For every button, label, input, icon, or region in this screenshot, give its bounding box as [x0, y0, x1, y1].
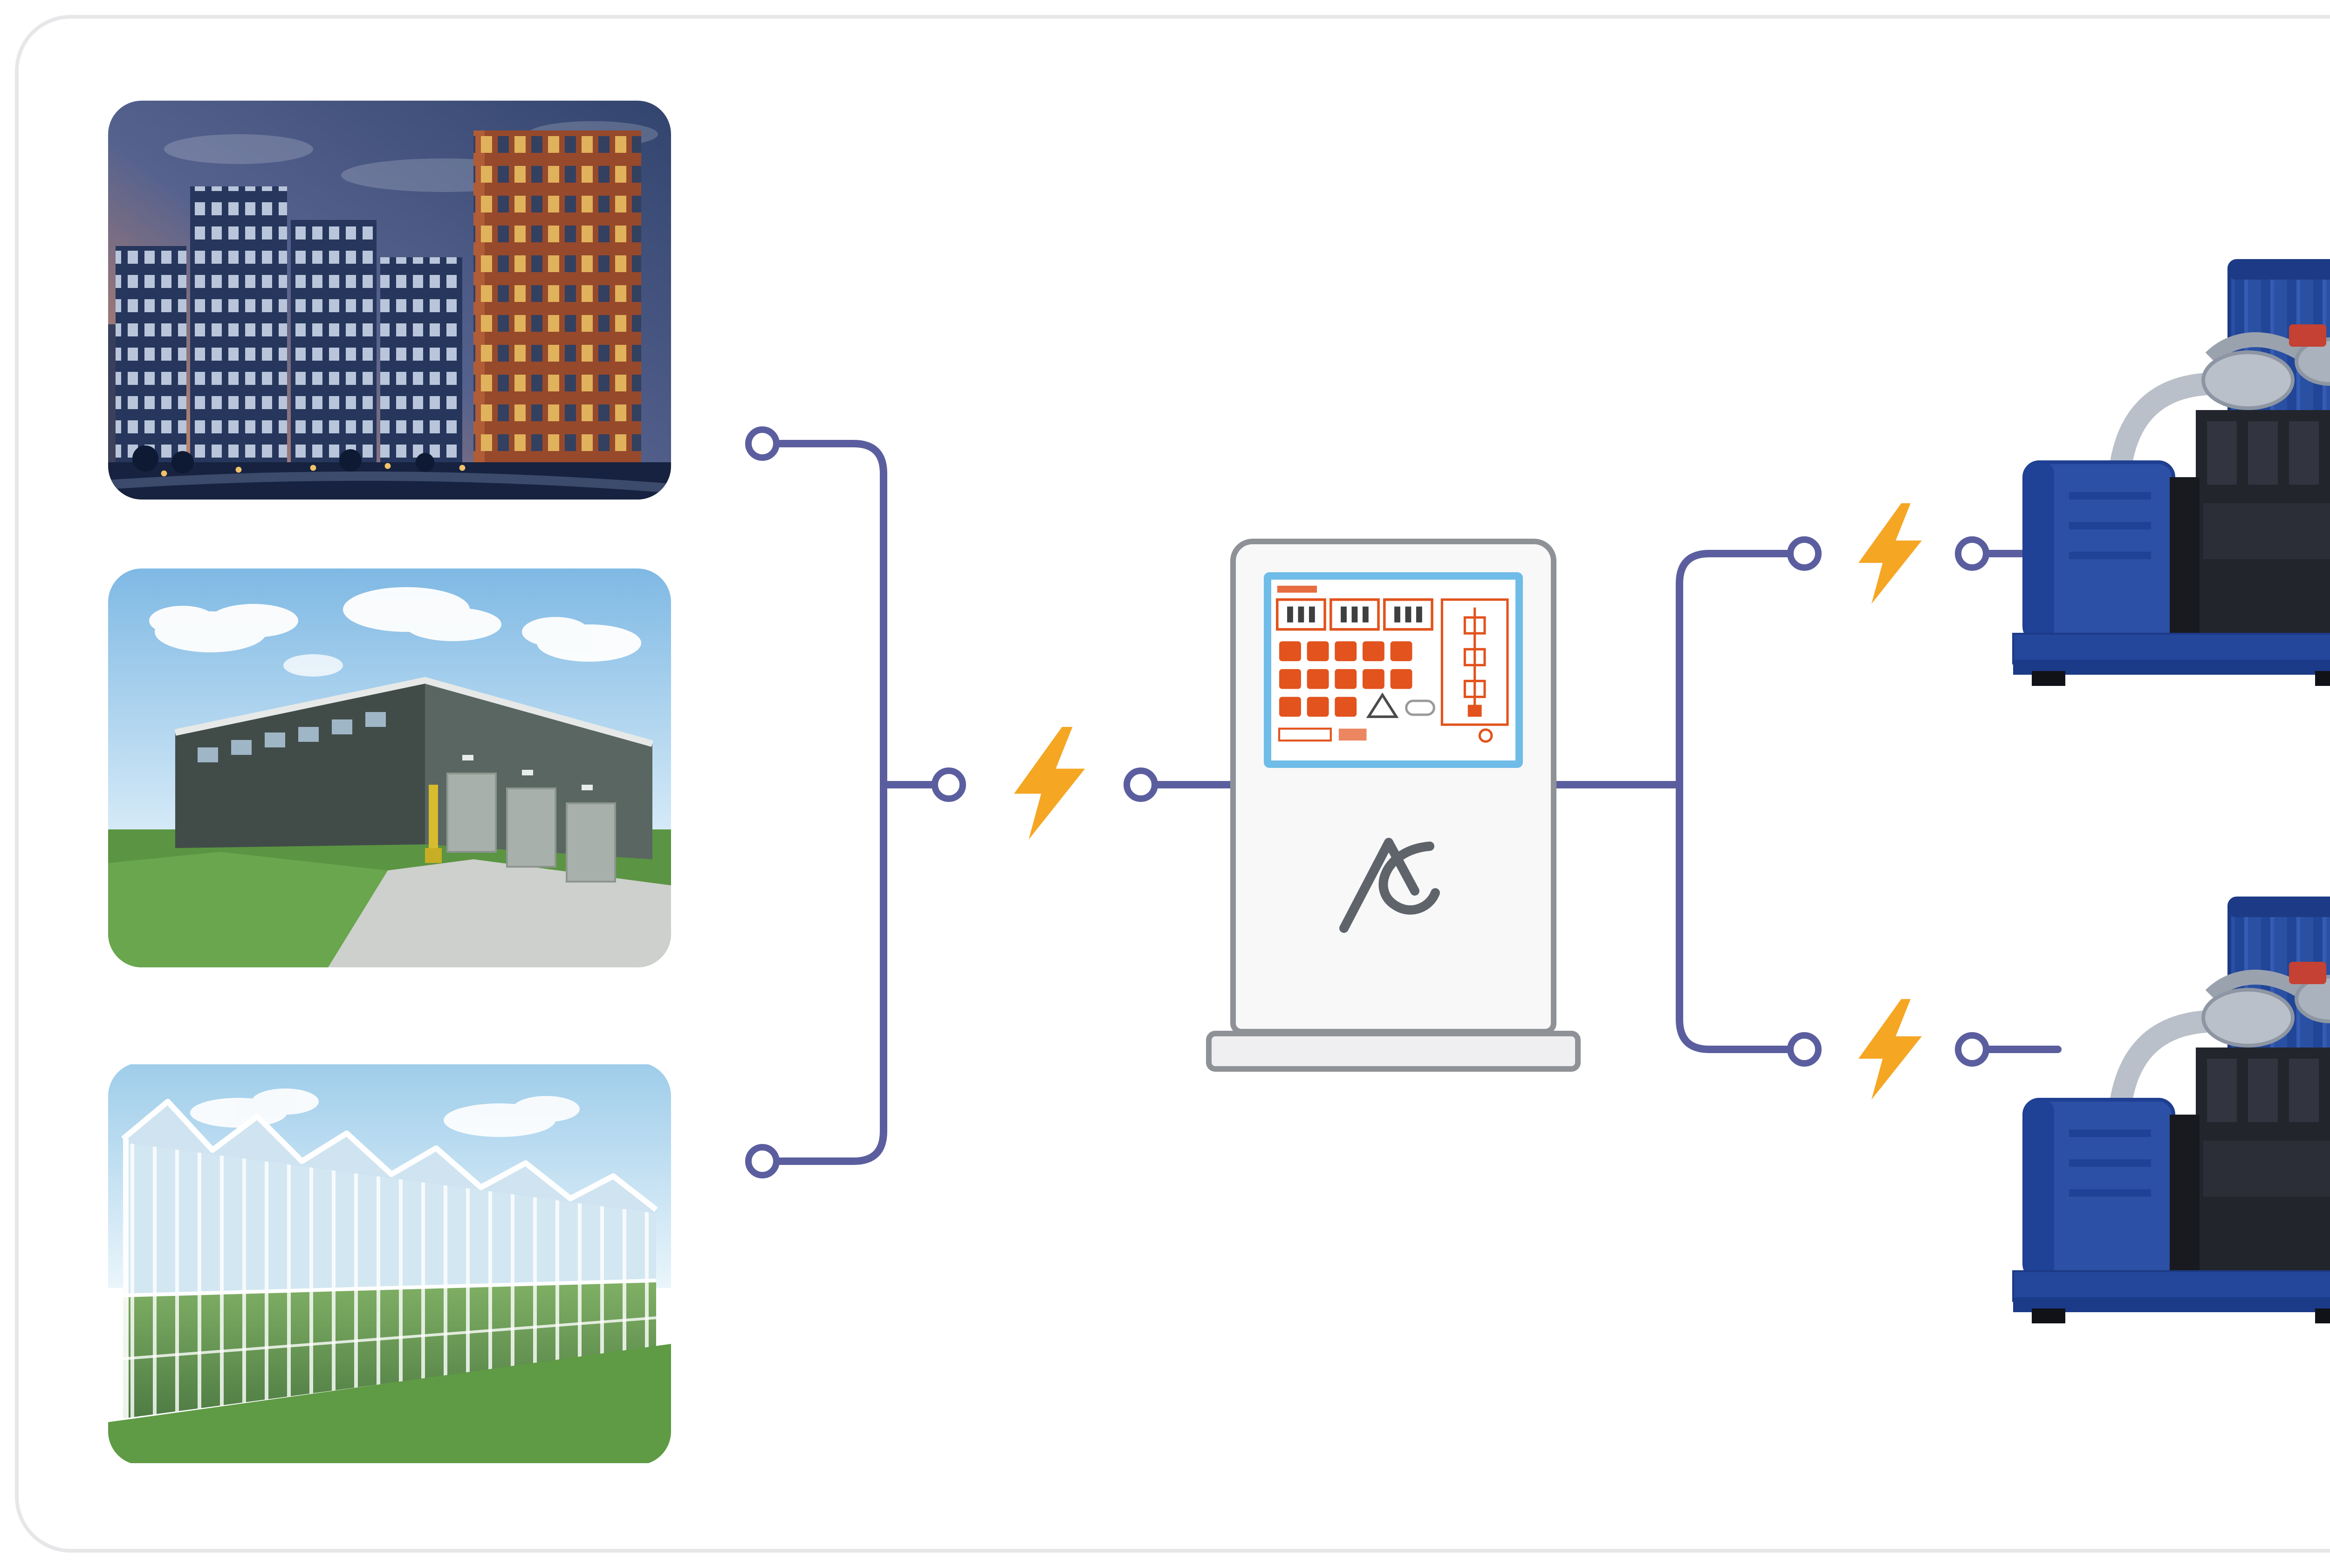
glasshouse — [121, 1099, 658, 1418]
circle-terminal — [1787, 1032, 1822, 1067]
cabinet-base — [1206, 1031, 1581, 1072]
generator-unit-bottom — [2009, 880, 2330, 1336]
industrial-warehouse-photo — [108, 568, 671, 967]
lightning-bolt-icon — [1014, 727, 1085, 840]
wire-left-bracket — [772, 440, 887, 1165]
display-digits — [1287, 606, 1422, 623]
wire-right-bracket — [1676, 550, 1795, 1053]
generator-unit-top — [2009, 242, 2330, 699]
ats-control-cabinet — [1230, 539, 1556, 1034]
wires — [772, 440, 2062, 1165]
circle-terminal — [1955, 1032, 1989, 1067]
circle-terminal — [1955, 536, 1989, 571]
industrial-photo-image — [108, 568, 671, 967]
circle-terminal — [745, 426, 780, 461]
mimic-diagram — [1440, 598, 1509, 726]
warning-icon — [1366, 692, 1399, 718]
circle-terminal — [1124, 767, 1158, 802]
panel-switch — [1405, 699, 1435, 716]
greenhouse-complex-photo — [108, 1062, 671, 1465]
circle-terminal — [745, 1144, 780, 1178]
orange-tower — [473, 130, 641, 500]
panel-footer-marks — [1278, 727, 1493, 743]
panel-buttons — [1279, 641, 1412, 717]
residential-buildings-photo — [108, 101, 671, 500]
warehouse-building — [174, 677, 653, 883]
lightning-bolt-icon — [1858, 503, 1922, 604]
greenhouse-photo-image — [108, 1064, 671, 1463]
brand-logo — [1339, 838, 1440, 933]
controller-ui — [1276, 585, 1509, 743]
panel-brand-mark — [1277, 585, 1317, 593]
display-boxes — [1276, 598, 1433, 631]
residential-photo-image — [108, 101, 671, 500]
circle-terminal — [1787, 536, 1822, 571]
lightning-bolt-icon — [1858, 999, 1922, 1100]
circle-terminal — [932, 767, 966, 802]
controller-screen — [1264, 572, 1523, 768]
terminals — [745, 426, 1989, 1178]
